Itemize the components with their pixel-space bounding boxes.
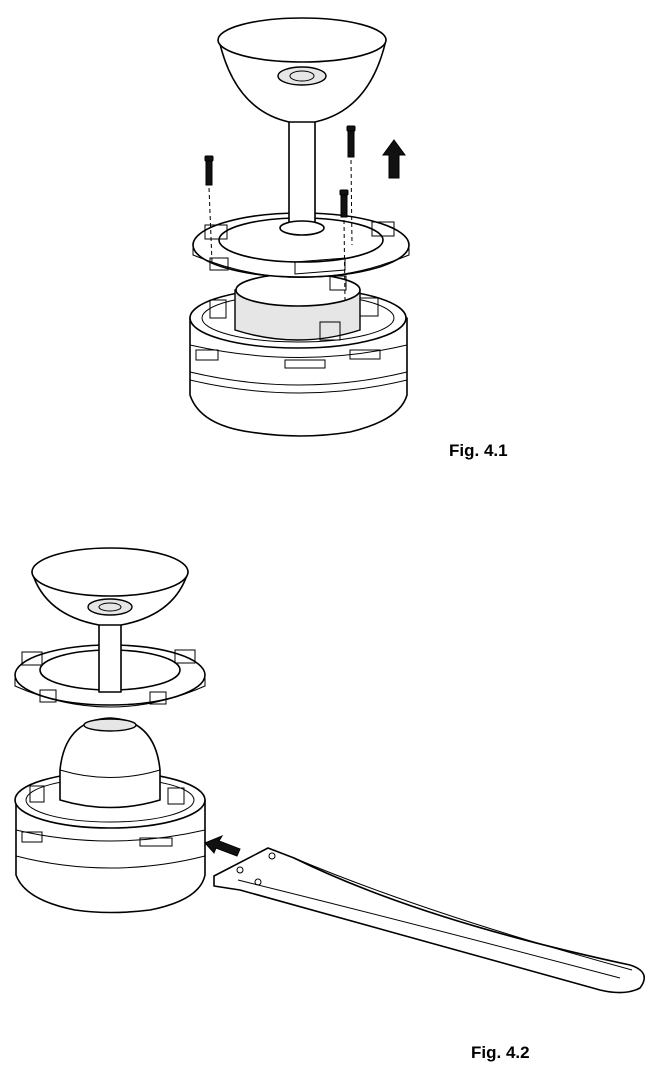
screw-right bbox=[346, 125, 356, 246]
downrod bbox=[279, 117, 325, 236]
figure-label-4-2: Fig. 4.2 bbox=[471, 1043, 530, 1062]
figure-4-1-illustration bbox=[189, 17, 410, 437]
arrow-up-icon bbox=[382, 139, 406, 179]
figure-4-2-illustration bbox=[14, 547, 646, 994]
figure-label-4-1: Fig. 4.1 bbox=[449, 441, 508, 460]
screw-center bbox=[339, 189, 349, 301]
mounting-ring-2 bbox=[14, 644, 206, 708]
motor-dome bbox=[59, 717, 161, 809]
downrod-2 bbox=[98, 619, 122, 693]
fan-blade bbox=[213, 847, 646, 994]
motor-housing bbox=[189, 273, 408, 437]
screw-left bbox=[204, 155, 214, 263]
canopy bbox=[217, 17, 387, 123]
arrow-insert-icon bbox=[204, 834, 241, 857]
canopy-2 bbox=[31, 547, 189, 626]
mounting-ring bbox=[192, 212, 410, 291]
